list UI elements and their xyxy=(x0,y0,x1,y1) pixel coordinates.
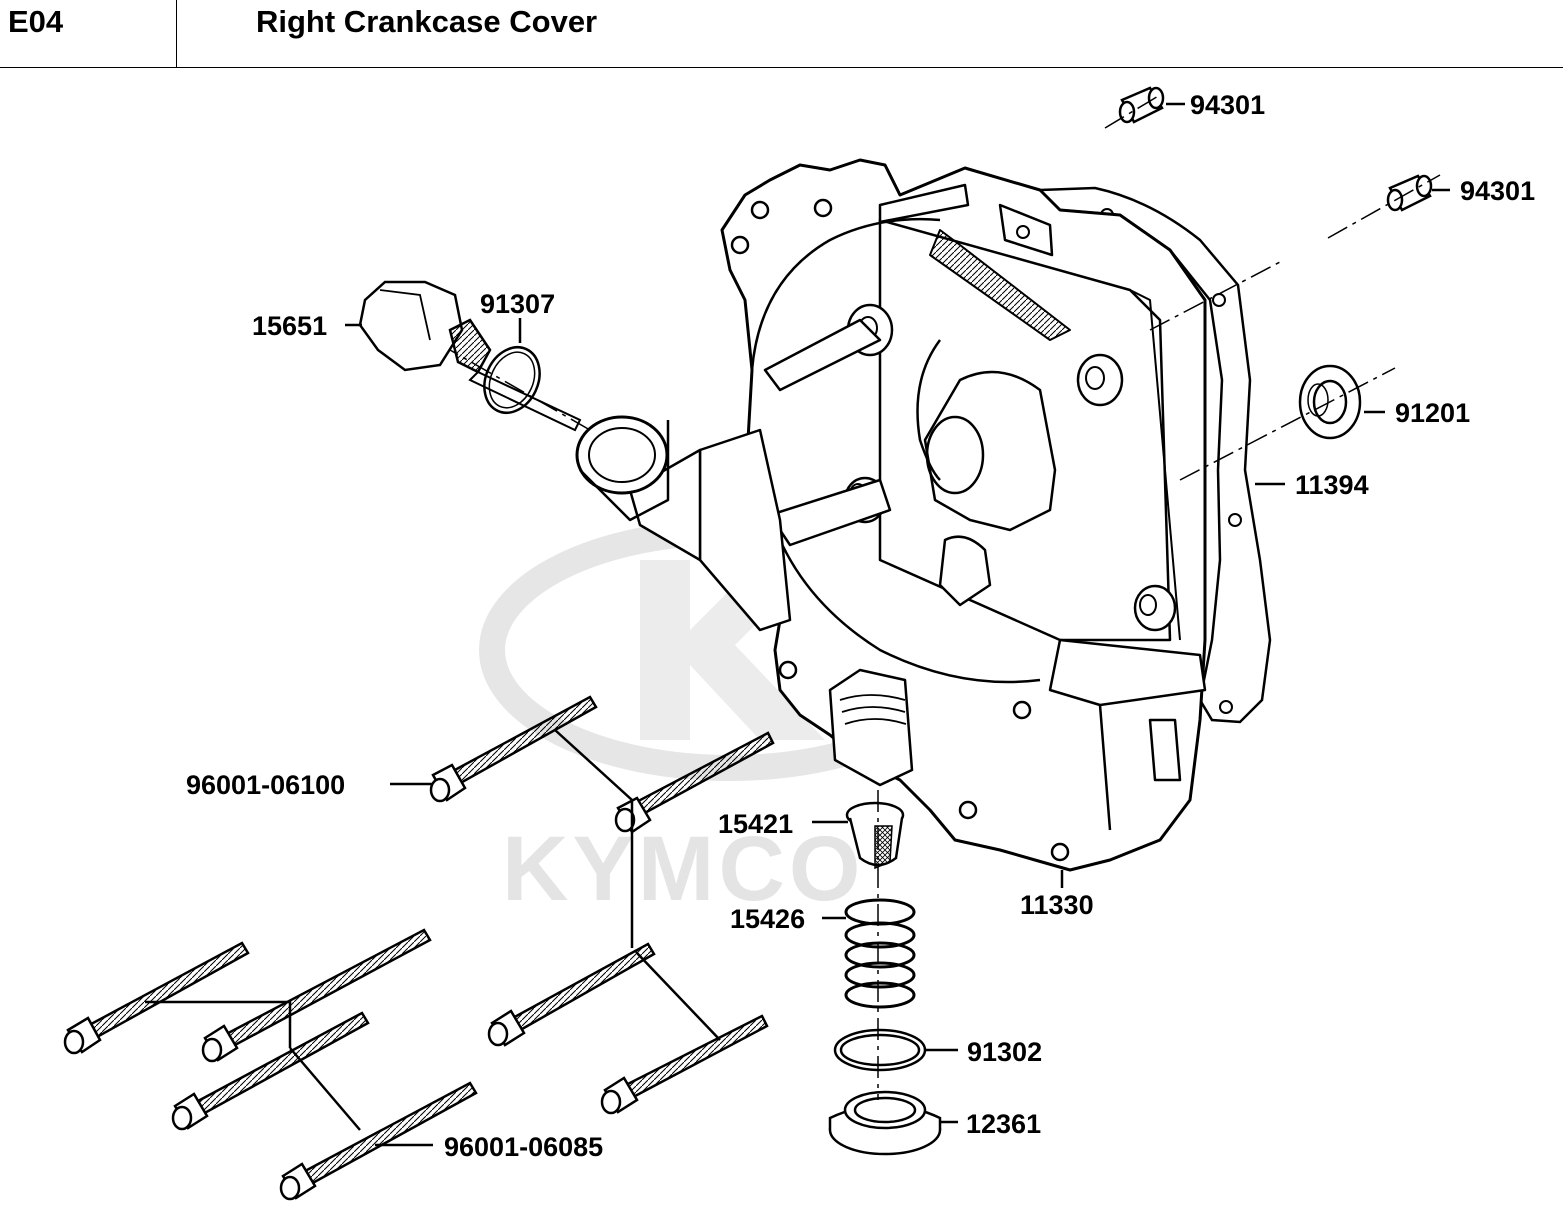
callout-12361: 12361 xyxy=(966,1109,1041,1139)
bolt-06085-b xyxy=(201,928,432,1063)
callout-labels: 94301 94301 15651 91307 91201 11394 9600… xyxy=(186,90,1535,1162)
bolt-06100-b xyxy=(614,731,775,834)
strainer-part xyxy=(845,801,905,870)
callout-94301-right: 94301 xyxy=(1460,176,1535,206)
leader-lines xyxy=(345,102,1450,1147)
o-ring-part xyxy=(833,1028,927,1072)
callout-15426: 15426 xyxy=(730,904,805,934)
spring-part xyxy=(844,898,916,1009)
drain-plug-part xyxy=(828,1090,942,1156)
bolt-06085-a xyxy=(63,941,250,1055)
callout-91307: 91307 xyxy=(480,289,555,319)
section-code: E04 xyxy=(8,4,64,39)
header-divider xyxy=(176,0,177,68)
callout-96001-06085: 96001-06085 xyxy=(444,1132,603,1162)
header-bar: E04 Right Crankcase Cover xyxy=(0,0,1563,68)
callout-94301-top: 94301 xyxy=(1190,90,1265,120)
dowel-pin-top-part xyxy=(1118,86,1165,124)
callout-11330: 11330 xyxy=(1020,890,1094,920)
callout-15651: 15651 xyxy=(252,311,327,341)
bolt-06085-d xyxy=(279,1081,478,1201)
dowel-pin-right-part xyxy=(1386,174,1433,212)
bolt-06085-c xyxy=(171,1011,370,1131)
center-lines xyxy=(449,94,1441,1100)
callout-91302: 91302 xyxy=(967,1037,1042,1067)
crankcase-cover-part xyxy=(575,158,1207,872)
bolt-06085-f xyxy=(600,1014,769,1115)
bolt-06085-e xyxy=(487,942,656,1047)
page-title: Right Crankcase Cover xyxy=(256,4,598,39)
watermark-text: KYMCO xyxy=(502,818,864,920)
bolt-group xyxy=(63,695,775,1201)
callout-15421: 15421 xyxy=(718,809,793,839)
bolt-06100-a xyxy=(429,695,598,803)
callout-11394: 11394 xyxy=(1295,470,1369,500)
bolt-group-lines xyxy=(145,729,721,1131)
callout-91201: 91201 xyxy=(1395,398,1470,428)
callout-96001-06100: 96001-06100 xyxy=(186,770,345,800)
oil-gauge-part xyxy=(358,280,582,432)
brand-watermark: KYMCO xyxy=(479,519,981,920)
